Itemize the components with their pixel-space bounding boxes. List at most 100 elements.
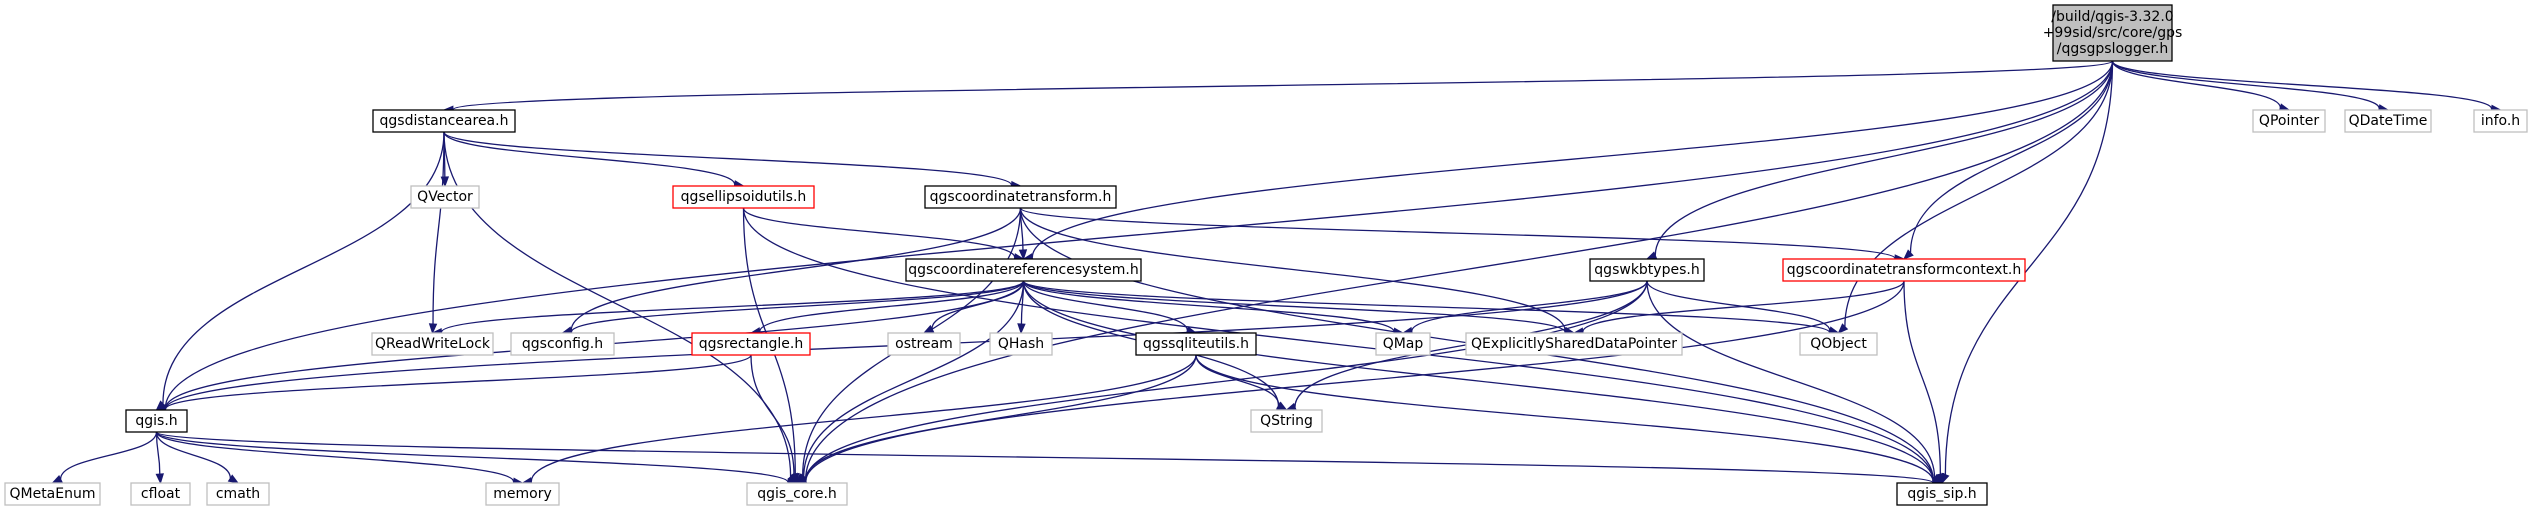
node-label: qgssqliteutils.h xyxy=(1143,336,1249,352)
edge-root-to-qobject xyxy=(1844,60,2114,327)
node-label: QVector xyxy=(417,189,473,205)
node-qgswkbtypes-h[interactable]: qgswkbtypes.h xyxy=(1589,258,1705,282)
node-qexplicitlyshareddatapointer[interactable]: QExplicitlySharedDataPointer xyxy=(1465,332,1683,356)
edge-transformcontext-to-qshared xyxy=(1582,280,1905,332)
node-label: QExplicitlySharedDataPointer xyxy=(1471,336,1677,352)
edge-ellipsoidutils-to-qgissip xyxy=(742,207,1934,481)
edge-crs-to-qmap xyxy=(1022,280,1395,333)
root-path-line-3: /qgsgpslogger.h xyxy=(2057,41,2169,57)
edge-wkbtypes-to-qgissip xyxy=(1646,280,1936,478)
edge-crs-to-qgiscore xyxy=(803,280,1025,478)
edge-sqliteutils-to-qstring xyxy=(1195,354,1280,406)
arrowhead-qgis-to-cmath xyxy=(227,474,240,484)
node-qmetaenum[interactable]: QMetaEnum xyxy=(4,482,101,506)
edge-root-to-qgiscore xyxy=(804,60,2114,481)
node-label: QPointer xyxy=(2259,113,2319,129)
edge-qgis-to-memory xyxy=(155,431,515,483)
node-label: qgswkbtypes.h xyxy=(1594,262,1699,278)
node-qdatetime[interactable]: QDateTime xyxy=(2344,109,2432,133)
root-path-line-2: +99sid/src/core/gps xyxy=(2043,25,2183,41)
node-qstring[interactable]: QString xyxy=(1250,409,1323,433)
node-qobject[interactable]: QObject xyxy=(1799,332,1878,356)
node-qgis-sip-h[interactable]: qgis_sip.h xyxy=(1896,482,1988,506)
arrowhead-qgis-to-cfloat xyxy=(155,473,164,485)
node-qgssqliteutils-h[interactable]: qgssqliteutils.h xyxy=(1135,332,1257,356)
node-label: cfloat xyxy=(141,486,181,502)
node-qvector[interactable]: QVector xyxy=(410,185,480,209)
edge-sqliteutils-to-qgissip xyxy=(1195,354,1934,482)
node-qgscoordinatetransformcontext-h[interactable]: qgscoordinatetransformcontext.h xyxy=(1782,258,2026,282)
node-label: QMap xyxy=(1383,336,1424,352)
node-qgis-h[interactable]: qgis.h xyxy=(125,409,188,433)
node-label: qgsconfig.h xyxy=(522,336,603,352)
node-memory[interactable]: memory xyxy=(485,482,560,506)
node-qgsconfig-h[interactable]: qgsconfig.h xyxy=(510,332,615,356)
edge-qgis-to-qmetaenum xyxy=(59,431,158,480)
node-label: qgis_core.h xyxy=(757,486,837,502)
edge-qgis-to-cmath xyxy=(155,431,232,479)
node-label: qgscoordinatereferencesystem.h xyxy=(908,262,1139,278)
edge-sqliteutils-to-memory xyxy=(530,354,1197,482)
node-label: QString xyxy=(1260,413,1313,429)
edge-crs-to-qreadwritelock xyxy=(440,280,1025,333)
arrowhead-qgsrectangle-to-qgiscore xyxy=(789,472,798,485)
edge-crs-to-ostream xyxy=(931,280,1025,329)
nodes-layer: /build/qgis-3.32.0 +99sid/src/core/gps /… xyxy=(4,4,2528,506)
edge-crs-to-qgsrectangle xyxy=(759,280,1025,332)
arrowhead-distancearea-to-qvector xyxy=(440,176,450,188)
node-label: qgscoordinatetransform.h xyxy=(930,189,1112,205)
node-info-h[interactable]: info.h xyxy=(2473,109,2528,133)
edge-crs-to-qgissip xyxy=(1022,280,1934,482)
edge-crs-to-qshared xyxy=(1022,280,1566,333)
edge-wkbtypes-to-qobject xyxy=(1646,280,1831,331)
root-path-line-1: /build/qgis-3.32.0 xyxy=(2051,9,2173,25)
node-qgis-core-h[interactable]: qgis_core.h xyxy=(746,482,848,506)
edge-distancearea-to-qvector xyxy=(443,131,446,178)
node-cmath[interactable]: cmath xyxy=(206,482,270,506)
arrowhead-crs-to-qhash xyxy=(1017,323,1026,335)
edge-qgsrectangle-to-qgis xyxy=(164,354,752,410)
node-qgsdistancearea-h[interactable]: qgsdistancearea.h xyxy=(372,109,516,133)
node-label: QReadWriteLock xyxy=(375,336,491,352)
node-qreadwritelock[interactable]: QReadWriteLock xyxy=(371,332,494,356)
node-label: qgsellipsoidutils.h xyxy=(681,189,807,205)
node-qpointer[interactable]: QPointer xyxy=(2252,109,2326,133)
edge-root-to-crs xyxy=(1031,60,2114,258)
node-label: ostream xyxy=(895,336,953,352)
node-label: qgsdistancearea.h xyxy=(380,113,509,129)
node-label: QHash xyxy=(998,336,1044,352)
edge-root-to-qpointer xyxy=(2111,60,2281,108)
edge-distancearea-to-coordtransform xyxy=(443,131,1013,186)
edge-crs-to-qobject xyxy=(1022,280,1831,333)
edges-layer xyxy=(51,60,2502,487)
node-qgscoordinatereferencesystem-h[interactable]: qgscoordinatereferencesystem.h xyxy=(905,258,1142,282)
edge-ellipsoidutils-to-crs xyxy=(742,207,1016,258)
node-ostream[interactable]: ostream xyxy=(887,332,961,356)
edge-sqliteutils-to-qgiscore xyxy=(804,354,1197,481)
arrowhead-distancearea-to-qreadwritelock xyxy=(428,323,438,335)
node-label: qgsrectangle.h xyxy=(699,336,803,352)
edge-distancearea-to-qreadwritelock xyxy=(432,131,445,325)
node-qgsrectangle-h[interactable]: qgsrectangle.h xyxy=(691,332,811,356)
node-qgsellipsoidutils-h[interactable]: qgsellipsoidutils.h xyxy=(672,185,815,209)
node-qgsgpslogger-h[interactable]: /build/qgis-3.32.0 +99sid/src/core/gps /… xyxy=(2043,4,2183,62)
edge-transformcontext-to-qgissip xyxy=(1903,280,1941,475)
edge-coordtransform-to-transformcontext xyxy=(1019,207,1896,260)
edge-root-to-distancearea xyxy=(452,60,2114,111)
node-qhash[interactable]: QHash xyxy=(989,332,1053,356)
edge-transformcontext-to-qgiscore xyxy=(805,280,1905,482)
edge-wkbtypes-to-qgiscore xyxy=(805,280,1648,481)
node-cfloat[interactable]: cfloat xyxy=(130,482,191,506)
edge-root-to-qgissip xyxy=(1944,60,2114,475)
node-label: cmath xyxy=(216,486,260,502)
arrowhead-sqliteutils-to-qstring xyxy=(1276,401,1288,411)
arrowhead-root-to-transformcontext xyxy=(1902,249,1914,260)
node-qmap[interactable]: QMap xyxy=(1375,332,1431,356)
node-label: qgis_sip.h xyxy=(1907,486,1976,502)
edge-qgis-to-cfloat xyxy=(155,431,161,475)
edge-wkbtypes-to-qmap xyxy=(1411,280,1648,332)
edge-crs-to-qgsconfig xyxy=(570,280,1025,333)
node-qgscoordinatetransform-h[interactable]: qgscoordinatetransform.h xyxy=(924,185,1117,209)
edge-root-to-qdatetime xyxy=(2111,60,2380,109)
